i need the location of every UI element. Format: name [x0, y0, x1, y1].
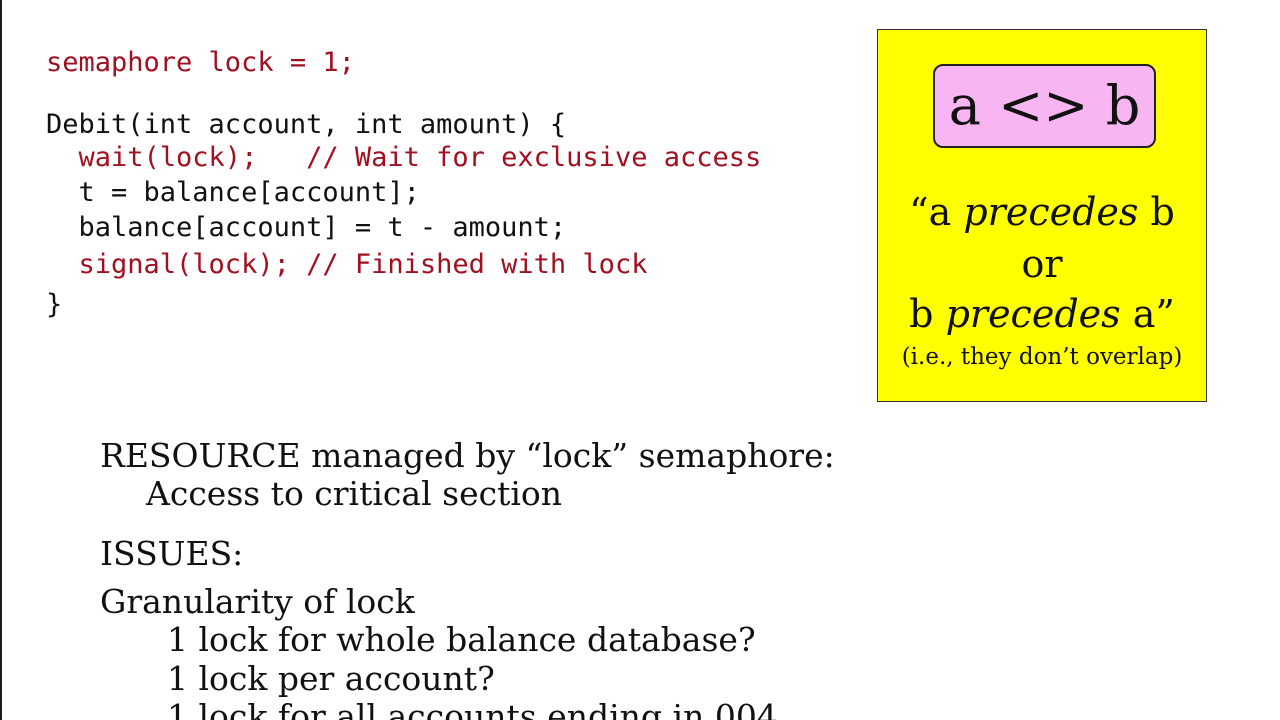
issues-heading: ISSUES: — [100, 534, 244, 573]
callout-line-b-precedes-a: b precedes a” — [909, 292, 1175, 336]
precedence-callout: a <> b “a precedes b or b precedes a” (i… — [877, 29, 1207, 402]
callout-line-a-precedes-b: “a precedes b — [909, 190, 1175, 234]
code-line-signal: signal(lock); // Finished with lock — [46, 249, 648, 280]
code-line-read-balance: t = balance[account]; — [46, 177, 420, 208]
code-line-closing-brace: } — [46, 289, 63, 320]
code-line-debit-signature: Debit(int account, int amount) { — [46, 109, 567, 140]
code-line-write-balance: balance[account] = t - amount; — [46, 212, 567, 243]
callout-line-or: or — [1021, 242, 1063, 286]
granularity-heading: Granularity of lock — [100, 582, 415, 621]
granularity-option-database: 1 lock for whole balance database? — [167, 620, 756, 659]
code-line-wait: wait(lock); // Wait for exclusive access — [46, 142, 762, 173]
resource-heading: RESOURCE managed by “lock” semaphore: — [100, 436, 835, 475]
code-line-semaphore-declaration: semaphore lock = 1; — [46, 47, 355, 78]
callout-line-no-overlap: (i.e., they don’t overlap) — [901, 344, 1183, 370]
granularity-option-suffix: 1 lock for all accounts ending in 004 — [167, 697, 778, 720]
granularity-option-account: 1 lock per account? — [167, 659, 495, 698]
expression-box: a <> b — [933, 64, 1156, 148]
resource-detail: Access to critical section — [146, 474, 563, 513]
